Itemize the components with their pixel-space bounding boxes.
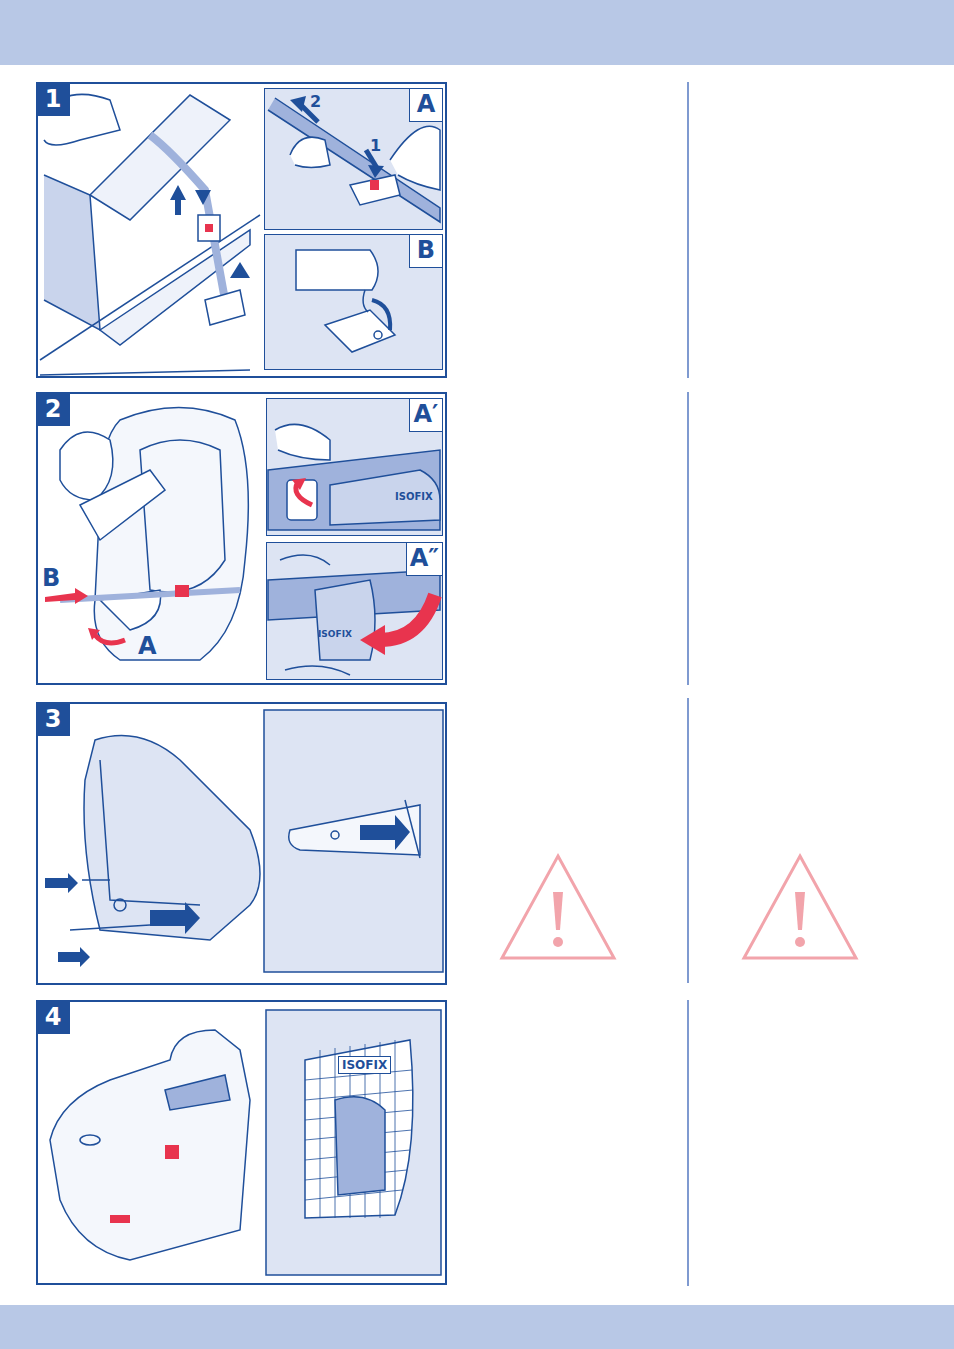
column-dividers — [687, 82, 689, 1286]
inset-box: A″ — [266, 542, 443, 680]
red-arrow-head — [360, 625, 385, 655]
red-arrow-head — [292, 478, 306, 490]
direction-arrows — [290, 96, 384, 178]
isofix-connector-sketch — [268, 424, 440, 530]
inset-letter: A″ — [406, 542, 443, 576]
step-number: 2 — [36, 392, 70, 426]
direction-arrows — [170, 185, 250, 278]
step-panel: 2 A′ A″ — [36, 392, 447, 685]
isofix-arm-sketch — [289, 800, 420, 858]
step-number: 3 — [36, 702, 70, 736]
inset-box: A — [264, 88, 443, 230]
isofix-logo: ISOFIX — [395, 492, 433, 502]
inset-frame — [266, 1010, 441, 1275]
inset-box: A′ — [266, 398, 443, 536]
direction-arrows — [45, 873, 200, 967]
inset-letter: A — [409, 88, 443, 122]
step-panel: 1 A B — [36, 82, 447, 378]
turn-arrow — [372, 300, 390, 330]
footer-band — [0, 1305, 954, 1349]
red-arrow — [380, 595, 435, 640]
child-seat-sketch — [60, 408, 248, 661]
inset-box: B — [264, 234, 443, 370]
seat-belt-sketch — [40, 94, 260, 375]
step-number: 1 — [36, 82, 70, 116]
seat-side-sketch — [70, 736, 260, 941]
callout-number: 1 — [370, 138, 381, 154]
red-arrows — [45, 588, 125, 643]
direction-arrow — [360, 815, 410, 850]
header-band — [0, 0, 954, 65]
warning-triangles — [502, 856, 856, 958]
inset-letter: B — [409, 234, 443, 268]
step-number: 4 — [36, 1000, 70, 1034]
warning-marks — [553, 892, 805, 947]
inset-letter: A′ — [409, 398, 443, 432]
isofix-logo: ISOFIX — [318, 630, 352, 639]
seat-storage-sketch — [50, 1030, 250, 1260]
callout-number: 2 — [310, 94, 321, 110]
callout-letter: B — [42, 566, 60, 590]
isofix-tag: ISOFIX — [338, 1056, 391, 1074]
step-panel: 4 — [36, 1000, 447, 1285]
storage-net-sketch — [305, 1040, 413, 1218]
step-panel: 3 — [36, 702, 447, 985]
inset-frame — [264, 710, 443, 972]
callout-letter: A — [138, 634, 157, 658]
anchor-hand-sketch — [296, 250, 395, 352]
inset-grounds — [264, 88, 443, 1275]
